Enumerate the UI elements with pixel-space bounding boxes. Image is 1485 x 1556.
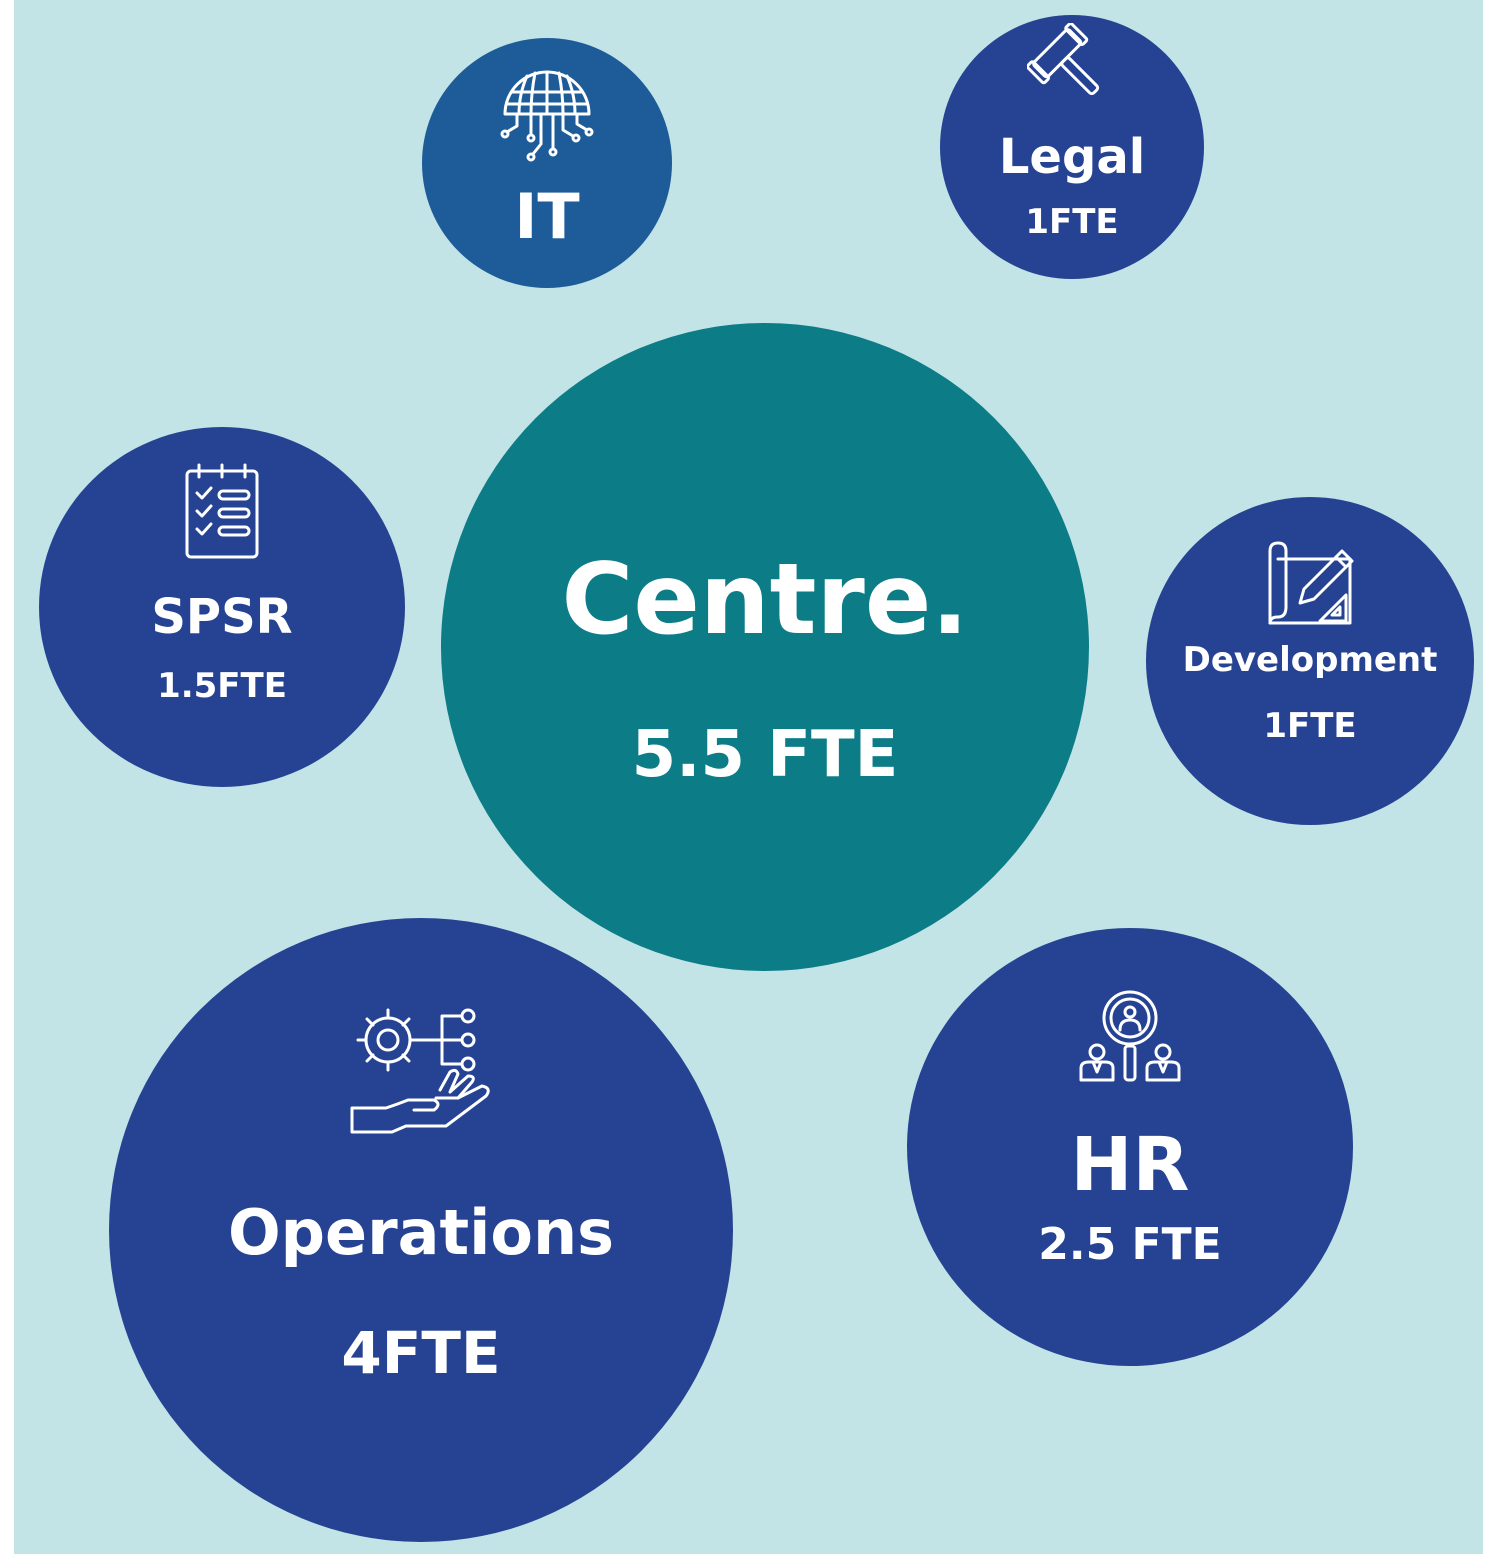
centre-title: Centre. [561, 543, 969, 657]
hr-name: HR [1070, 1122, 1190, 1208]
development-name: Development [1182, 640, 1438, 680]
blueprint-pencil-icon [1268, 541, 1354, 625]
development-bubble: Development 1FTE [1146, 497, 1474, 825]
it-name: IT [514, 180, 580, 253]
hr-bubble: HR 2.5 FTE [907, 928, 1353, 1366]
legal-fte: 1FTE [1025, 202, 1119, 242]
development-fte: 1FTE [1263, 706, 1357, 746]
operations-bubble: Operations 4FTE [109, 918, 733, 1542]
globe-circuit-icon [500, 70, 594, 162]
hr-fte: 2.5 FTE [1038, 1219, 1222, 1270]
gear-hand-icon [350, 1008, 490, 1134]
operations-fte: 4FTE [341, 1319, 501, 1387]
legal-name: Legal [998, 129, 1146, 185]
centre-fte: 5.5 FTE [631, 718, 899, 792]
spsr-fte: 1.5FTE [157, 666, 287, 706]
centre-bubble: Centre. 5.5 FTE [441, 323, 1089, 971]
spsr-name: SPSR [151, 589, 293, 645]
operations-name: Operations [227, 1196, 615, 1269]
people-search-icon [1079, 990, 1181, 1082]
diagram-background: IT Legal 1FTE SPSR 1.5FTE Centre. [14, 0, 1483, 1554]
gavel-icon [1027, 23, 1100, 96]
checklist-icon [185, 463, 259, 559]
spsr-bubble: SPSR 1.5FTE [39, 427, 405, 787]
it-bubble: IT [422, 38, 672, 288]
legal-bubble: Legal 1FTE [940, 15, 1204, 279]
